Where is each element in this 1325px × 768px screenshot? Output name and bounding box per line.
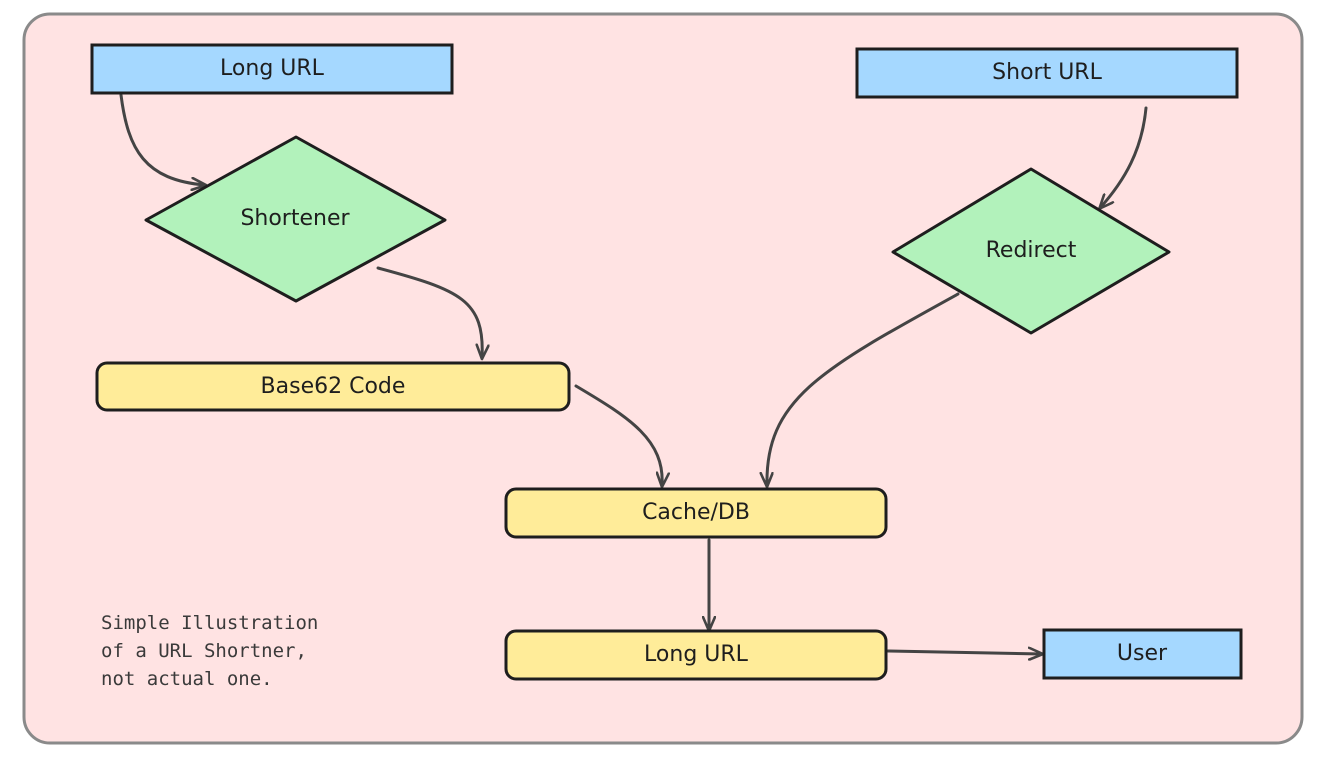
note-line-2: of a URL Shortner, <box>101 640 307 662</box>
node-long-url-input-shape <box>90 43 454 95</box>
edge-long-url-to-user <box>886 651 1042 654</box>
edge-redirect-to-cache <box>767 292 960 486</box>
node-user-shape <box>1042 628 1243 680</box>
edge-base62-to-cache <box>574 384 662 486</box>
node-base62-code-label: Base62 Code <box>261 374 406 399</box>
node-long-url-input: Long URL <box>90 43 454 95</box>
node-user-label: User <box>1117 641 1168 666</box>
diagram-note: Simple Illustration of a URL Shortner, n… <box>101 612 318 690</box>
node-long-url-output: Long URL <box>504 629 888 681</box>
node-short-url-input-shape <box>855 47 1239 99</box>
node-cache-db-label: Cache/DB <box>642 500 750 525</box>
edge-short-url-to-redirect <box>1100 106 1148 208</box>
node-short-url-input: Short URL <box>855 47 1239 99</box>
edges <box>119 93 1148 654</box>
node-long-url-output-label: Long URL <box>644 642 749 667</box>
node-shortener-shape <box>144 135 447 303</box>
node-cache-db-shape <box>504 487 888 539</box>
node-shortener-label: Shortener <box>240 206 350 231</box>
node-shortener: Shortener <box>144 135 447 303</box>
node-redirect-label: Redirect <box>986 238 1077 263</box>
note-line-1: Simple Illustration <box>101 612 318 634</box>
node-base62-code-shape <box>95 361 571 412</box>
node-long-url-output-shape <box>504 629 888 681</box>
edge-long-url-to-shortener <box>119 93 205 185</box>
node-short-url-input-label: Short URL <box>992 60 1102 85</box>
node-user: User <box>1042 628 1243 680</box>
node-long-url-input-label: Long URL <box>220 56 325 81</box>
note-line-3: not actual one. <box>101 668 273 690</box>
edge-shortener-to-base62 <box>376 266 482 358</box>
node-base62-code: Base62 Code <box>95 361 571 412</box>
node-redirect-shape <box>891 167 1171 335</box>
node-redirect: Redirect <box>891 167 1171 335</box>
node-cache-db: Cache/DB <box>504 487 888 539</box>
